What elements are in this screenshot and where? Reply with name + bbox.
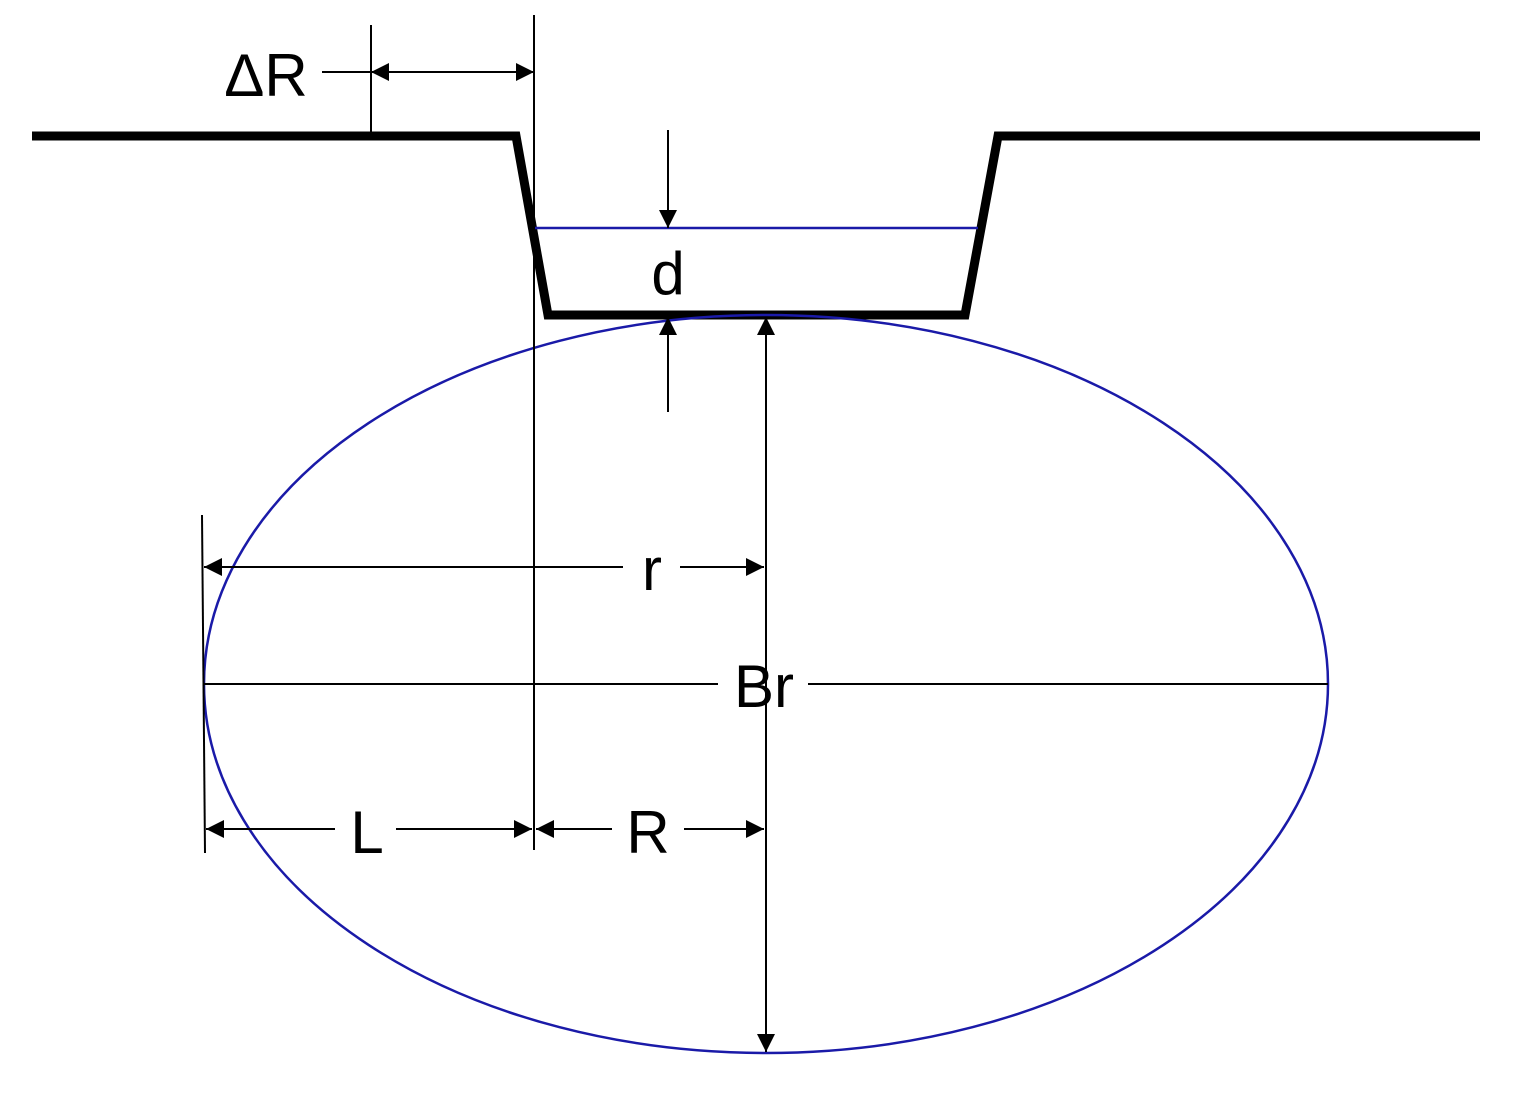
- major-axis-label: Br: [734, 653, 794, 720]
- left-vertex-extension-line: [201, 514, 206, 854]
- radius-R-label: R: [626, 799, 669, 866]
- depth-label: d: [651, 240, 684, 307]
- surface-profile: [32, 131, 1480, 320]
- radius-r-label: r: [642, 536, 662, 603]
- delta-r-label: ΔR: [224, 42, 307, 109]
- length-label: L: [350, 799, 383, 866]
